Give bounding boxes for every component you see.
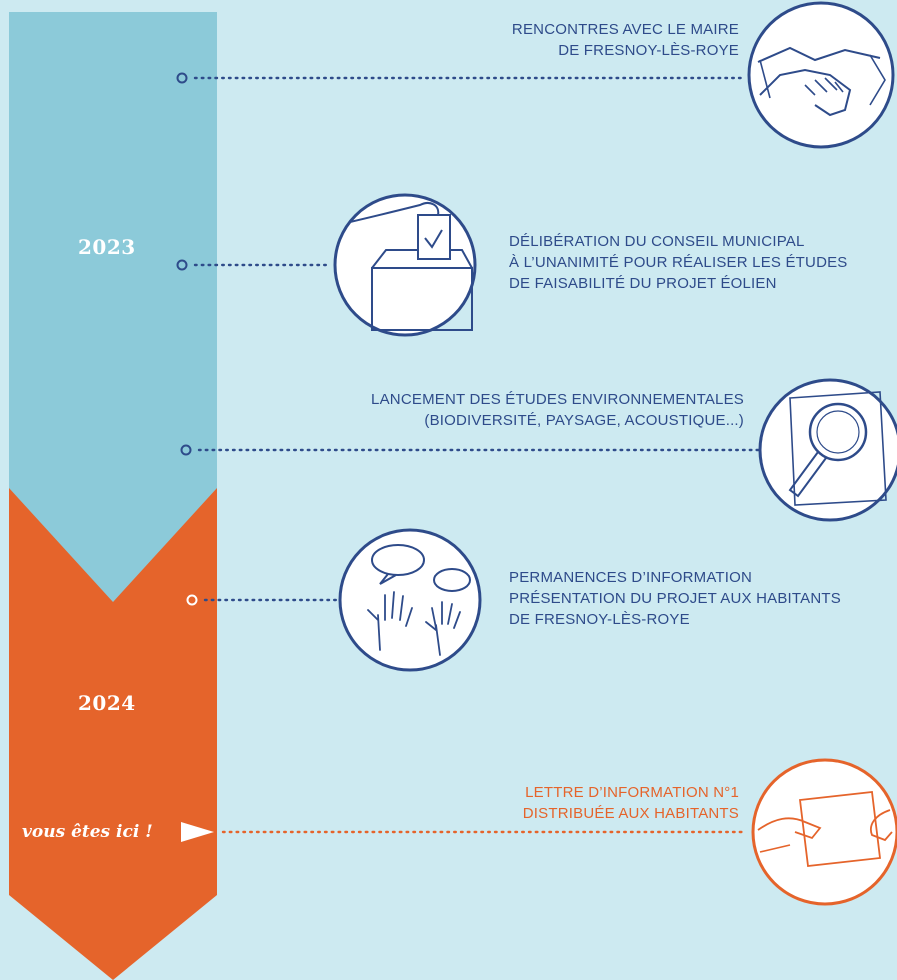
timeline-2024-band bbox=[9, 488, 217, 980]
milestone-3-text: LANCEMENT DES ÉTUDES ENVIRONNEMENTALES (… bbox=[371, 389, 744, 431]
milestone-dot bbox=[176, 259, 188, 271]
milestone-4-line-1: PERMANENCES D’INFORMATION bbox=[509, 569, 753, 586]
handshake-icon bbox=[747, 1, 895, 149]
milestone-2-line-2: À L’UNANIMITÉ POUR RÉALISER LES ÉTUDES bbox=[509, 254, 848, 271]
milestone-dot bbox=[186, 594, 198, 606]
timeline-2023-band bbox=[9, 12, 217, 602]
magnifier-icon bbox=[758, 378, 897, 522]
milestone-4-line-3: DE FRESNOY-LÈS-ROYE bbox=[509, 611, 690, 628]
letter-handover-icon bbox=[751, 758, 897, 906]
milestone-3-line-1: LANCEMENT DES ÉTUDES ENVIRONNEMENTALES bbox=[371, 391, 744, 408]
milestone-1-line-1: RENCONTRES AVEC LE MAIRE bbox=[511, 21, 739, 38]
milestone-5-text: LETTRE D’INFORMATION N°1 DISTRIBUÉE AUX … bbox=[523, 782, 739, 824]
milestone-2-line-3: DE FAISABILITÉ DU PROJET ÉOLIEN bbox=[509, 275, 777, 292]
milestone-1-line-2: DE FRESNOY-LÈS-ROYE bbox=[558, 42, 739, 59]
milestone-5-line-1: LETTRE D’INFORMATION N°1 bbox=[525, 784, 739, 801]
milestone-5-line-2: DISTRIBUÉE AUX HABITANTS bbox=[522, 805, 739, 822]
milestone-3-line-2: (BIODIVERSITÉ, PAYSAGE, ACOUSTIQUE...) bbox=[424, 412, 744, 429]
raised-hands-speech-icon bbox=[338, 528, 482, 672]
current-position-arrow-icon bbox=[181, 822, 214, 842]
milestone-4-text: PERMANENCES D’INFORMATION PRÉSENTATION D… bbox=[509, 567, 841, 630]
milestone-dot bbox=[176, 72, 188, 84]
milestone-1-text: RENCONTRES AVEC LE MAIRE DE FRESNOY-LÈS-… bbox=[512, 19, 739, 61]
year-2023-label: 2023 bbox=[78, 235, 136, 259]
ballot-box-icon bbox=[333, 193, 477, 337]
you-are-here-label: vous êtes ici ! bbox=[22, 822, 153, 842]
year-2024-label: 2024 bbox=[78, 691, 136, 715]
milestone-dot bbox=[180, 444, 192, 456]
milestone-4-line-2: PRÉSENTATION DU PROJET AUX HABITANTS bbox=[509, 590, 841, 607]
milestone-2-line-1: DÉLIBÉRATION DU CONSEIL MUNICIPAL bbox=[509, 233, 805, 250]
milestone-2-text: DÉLIBÉRATION DU CONSEIL MUNICIPAL À L’UN… bbox=[509, 231, 848, 294]
